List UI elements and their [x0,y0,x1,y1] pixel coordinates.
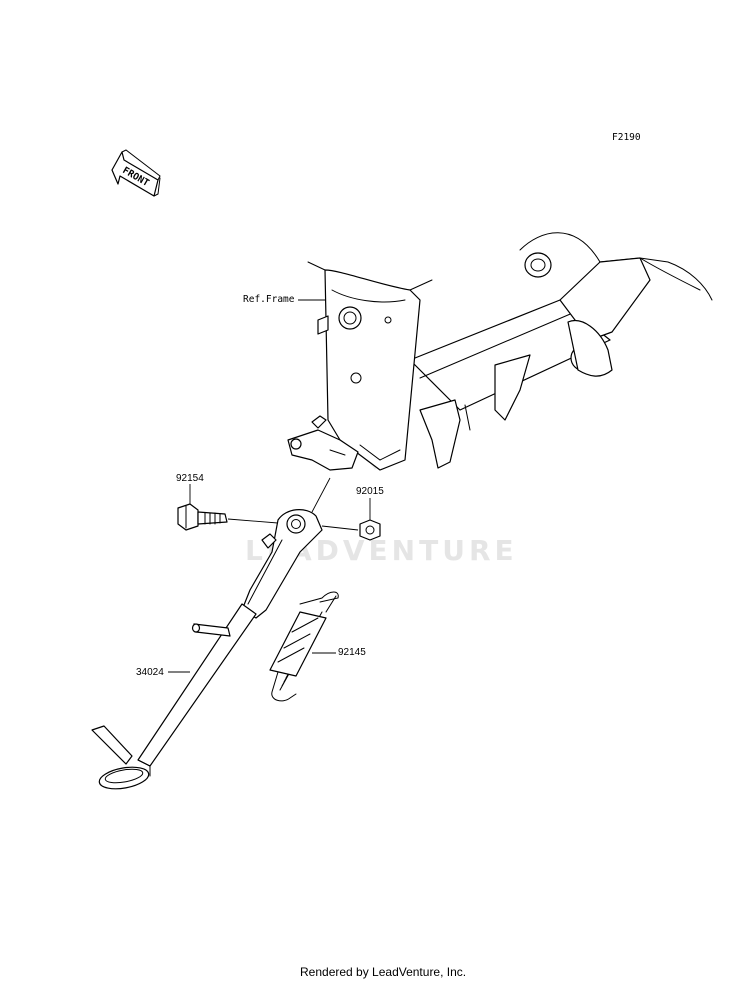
callout-nut: 92015 [356,486,384,497]
frame-reference [287,232,713,471]
callout-bolt: 92154 [176,473,204,484]
figure-code: F2190 [612,132,641,143]
callout-ref-frame: Ref.Frame [243,294,295,305]
bolt-92154 [177,503,228,531]
callout-spring: 92145 [338,647,366,658]
side-stand-34024 [91,509,323,790]
footer-credit: Rendered by LeadVenture, Inc. [300,965,466,979]
spring-92145 [269,591,339,702]
front-arrow-icon: FRONT [111,149,161,197]
callout-side-stand: 34024 [136,667,164,678]
nut-92015 [359,519,381,541]
